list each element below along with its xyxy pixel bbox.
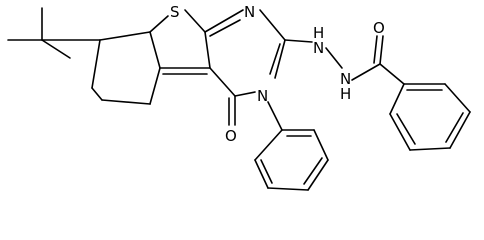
sulfur-label: S [170,3,180,21]
hydrazine-n-1-label: N [313,39,324,57]
molecule-structure-diagram: S N N O H N N H O [7,3,471,191]
hydrazide-chain [284,35,405,85]
tetrahydro-ring [91,31,161,105]
benzoyl-ring [389,83,471,151]
ketone-oxygen-label: O [225,127,237,145]
pyrimidine-n-top-label: N [244,3,255,21]
pyrimidine-n-phenyl-label: N [257,87,268,105]
amide-oxygen-label: O [373,19,385,37]
ring-carbonyl [228,95,236,126]
hydrazine-n-2-label: N [340,70,351,88]
atom-labels: S N N O H N N H O [170,3,385,145]
thiophene-ring [149,9,211,75]
hydrazine-h-1-label: H [313,24,324,42]
n-phenyl-ring [254,101,329,191]
pyrimidinone-ring [204,9,286,97]
hydrazine-h-2-label: H [340,85,351,103]
tert-butyl-group [7,7,101,59]
